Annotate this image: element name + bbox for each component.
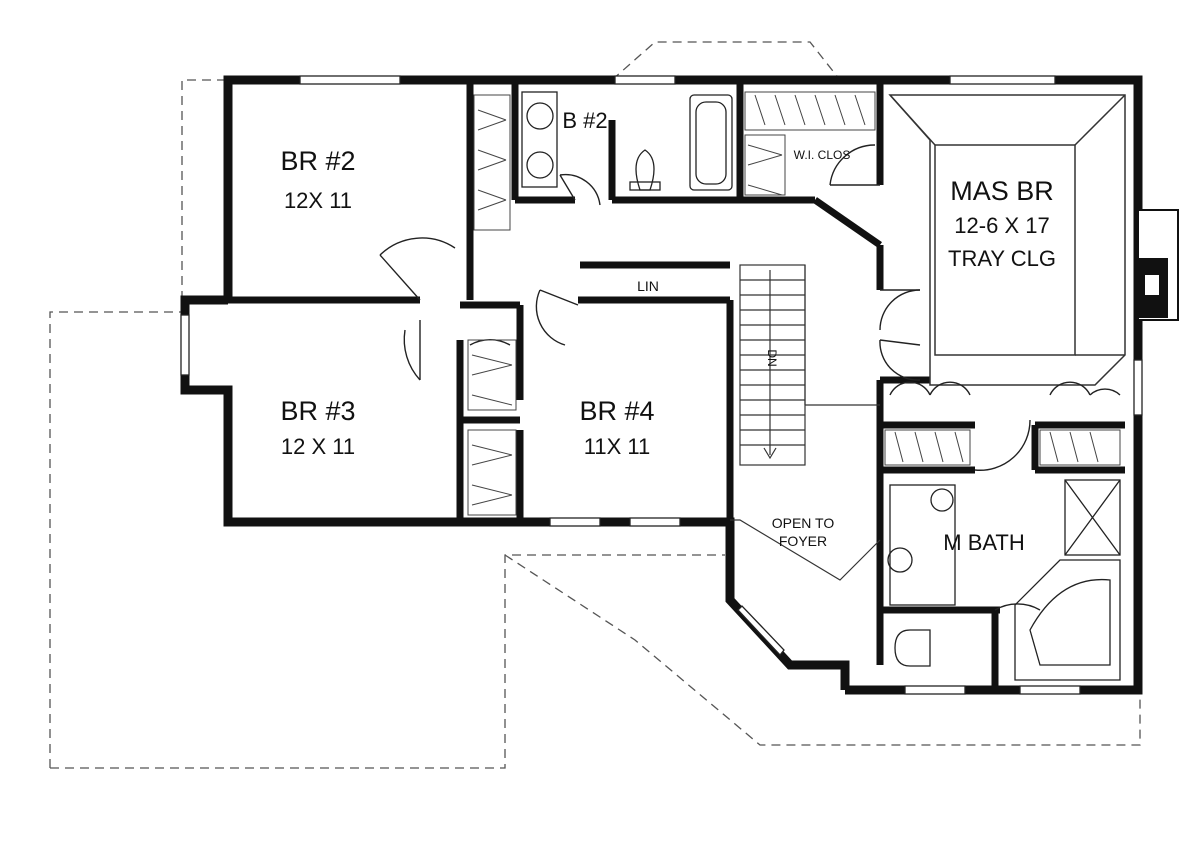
br4-size: 11X 11 (584, 434, 650, 459)
tray-ceiling-outline (888, 94, 1126, 386)
br2-name: BR #2 (280, 146, 355, 176)
doors (379, 144, 1121, 611)
br3-name: BR #3 (280, 396, 355, 426)
master-size: 12-6 X 17 (954, 213, 1049, 238)
interior-walls (228, 80, 1125, 690)
plumbing-fixtures (521, 91, 1121, 681)
master-name: MAS BR (950, 176, 1054, 206)
open-foyer-line1: OPEN TO (772, 515, 835, 531)
br3-size: 12 X 11 (281, 434, 355, 459)
closets (467, 91, 1121, 516)
stair-direction: DN (765, 349, 779, 366)
chimney (1137, 209, 1179, 321)
br4-name: BR #4 (579, 396, 654, 426)
roof-outline-dashed (49, 41, 1141, 769)
mbath-name: M BATH (943, 530, 1024, 555)
open-foyer-line2: FOYER (779, 533, 827, 549)
bath2-name: B #2 (562, 108, 607, 133)
master-note: TRAY CLG (948, 246, 1056, 271)
stair (730, 264, 881, 581)
br2-size: 12X 11 (284, 188, 352, 213)
windows (180, 75, 1143, 695)
linen-label: LIN (637, 278, 659, 294)
wic-name: W.I. CLOS (794, 148, 851, 162)
